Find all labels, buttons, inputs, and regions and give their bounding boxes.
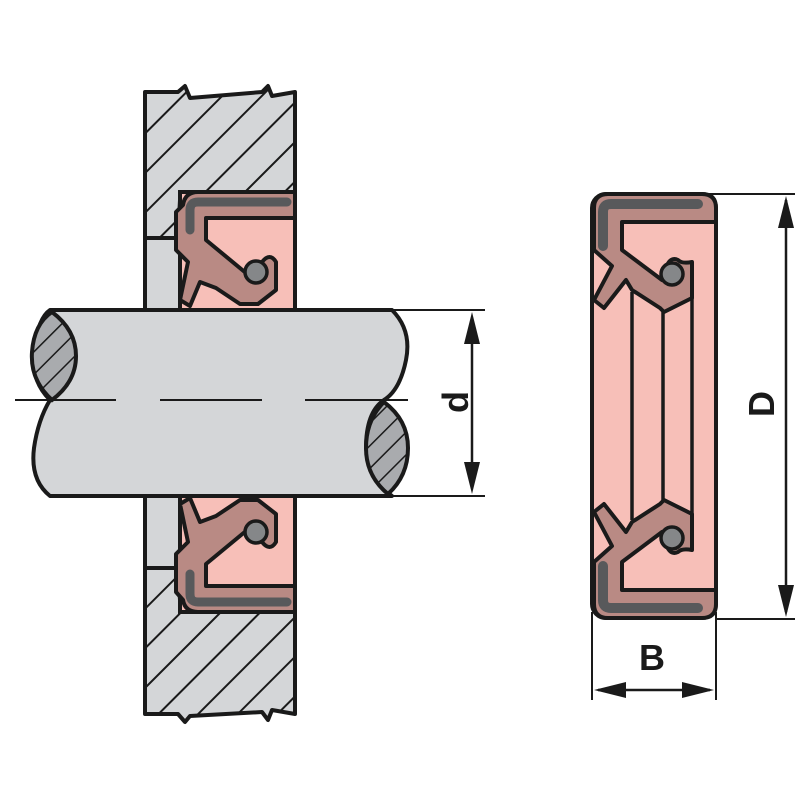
arrow-right-icon bbox=[682, 682, 714, 698]
spring-icon bbox=[659, 525, 685, 551]
installed-seal-bottom bbox=[174, 494, 297, 614]
seal-section-view bbox=[590, 192, 718, 620]
label-D: D bbox=[741, 391, 782, 417]
arrow-down-icon bbox=[778, 585, 794, 617]
shaft bbox=[15, 308, 411, 498]
arrow-up-icon bbox=[778, 196, 794, 228]
spring-icon bbox=[243, 519, 269, 545]
arrow-up-icon bbox=[464, 312, 480, 344]
label-B: B bbox=[639, 637, 665, 678]
arrow-down-icon bbox=[464, 462, 480, 494]
arrow-left-icon bbox=[594, 682, 626, 698]
installed-seal-top bbox=[174, 190, 297, 312]
dimension-D: D bbox=[706, 193, 795, 620]
spring-icon bbox=[243, 259, 269, 285]
dimension-B: B bbox=[591, 612, 717, 700]
spring-icon bbox=[659, 261, 685, 287]
dimension-d: d bbox=[392, 309, 485, 497]
label-d: d bbox=[435, 391, 476, 413]
